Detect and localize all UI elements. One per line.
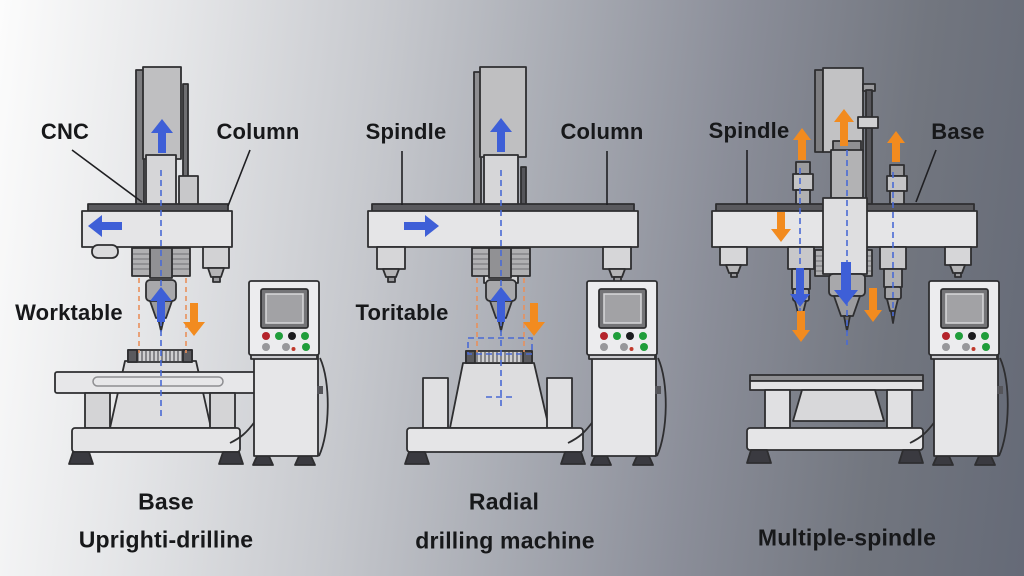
label-base-multiple: Base [931,119,985,144]
caption-radial-line1: Radial [468,488,540,515]
caption-multiple-spindle: Multiple-spindle [757,524,937,551]
up-arrow-icon [793,128,811,160]
multiple-spindle-machine-illustration [711,67,978,464]
worktable-and-base [54,349,258,465]
motion-arrows [404,118,545,336]
column-assembly [135,66,199,252]
up-arrow-icon [150,287,172,322]
control-panel [909,280,1009,466]
caption-radial-line2: drilling machine [415,527,595,554]
motion-arrows [88,119,205,336]
label-cnc: CNC [40,119,90,144]
guide-lines [467,170,533,408]
up-arrow-icon [490,287,512,322]
down-arrow-icon [792,311,810,342]
down-arrow-icon [790,268,810,307]
radial-machine-illustration [367,66,639,465]
upright-machine-illustration [54,66,258,465]
up-arrow-icon [834,109,854,146]
label-column-upright: Column [216,119,300,144]
down-arrow-icon [523,303,545,336]
down-arrow-icon [834,262,858,305]
table-and-base [404,350,586,465]
flange-hatching [476,352,522,362]
drill-head [81,203,233,283]
up-arrow-icon [151,119,173,153]
label-worktable: Worktable [15,300,123,325]
label-toritable: Toritable [355,300,449,325]
down-arrow-icon [771,212,791,242]
caption-upright-line1: Base [138,488,194,515]
down-arrow-icon [864,288,882,322]
label-spindle-multiple: Spindle [708,118,790,143]
motion-arrows [771,109,905,342]
caption-upright-line2: Uprighti-drilline [78,526,254,553]
label-column-radial: Column [560,119,644,144]
flange-hatching [137,351,183,361]
down-arrow-icon [183,303,205,336]
left-arrow-icon [88,215,122,237]
up-arrow-icon [887,131,905,162]
up-arrow-icon [490,118,512,152]
guide-lines [799,150,894,345]
label-spindle-radial: Spindle [365,119,447,144]
table-and-base [746,374,924,464]
right-arrow-icon [404,215,439,237]
leader-lines [71,149,937,207]
